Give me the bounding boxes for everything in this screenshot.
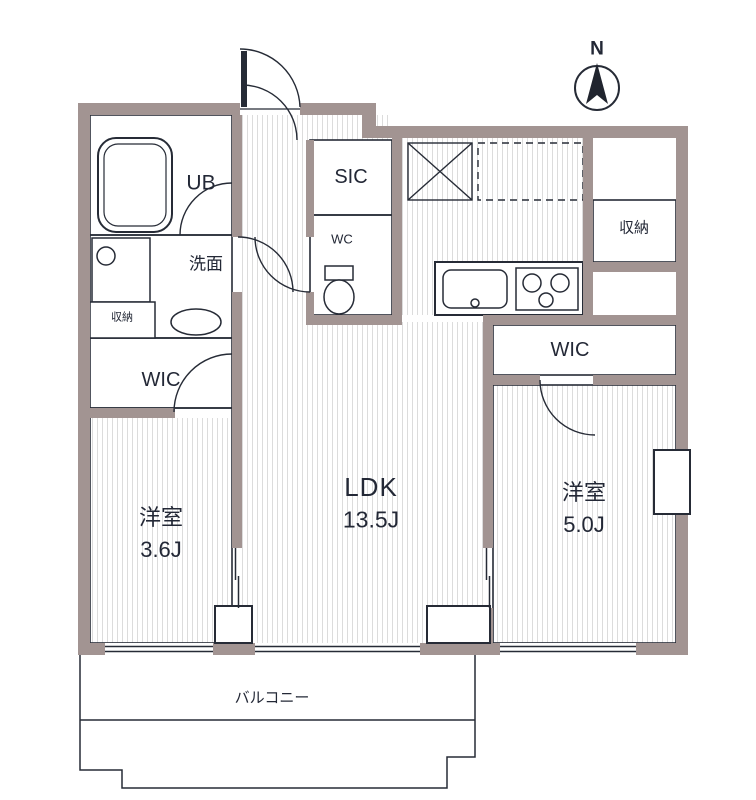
- washroom-door-arc: [237, 236, 294, 293]
- room-size-ldk: 13.5J: [342, 506, 400, 533]
- bath-door-arc: [179, 182, 233, 236]
- room-label-ub: UB: [186, 171, 216, 195]
- room-label-bedroom-left: 洋室: [138, 505, 184, 530]
- balcony-label: バルコニー: [234, 689, 310, 707]
- flooring-hatch: [90, 115, 676, 643]
- room-label-bedroom-right: 洋室: [561, 480, 607, 505]
- room-size-bedroom-left: 3.6J: [140, 537, 182, 562]
- door-arcs: [173, 48, 596, 436]
- windows: [105, 103, 691, 655]
- kitchen-sink-icon: [442, 269, 508, 309]
- room-label-sic: SIC: [334, 166, 368, 188]
- room-label-ldk: LDK: [344, 472, 398, 502]
- bathtub-icon: [97, 137, 173, 233]
- sic-door-arc: [241, 84, 298, 141]
- room-label-wic-right: WIC: [550, 339, 590, 361]
- room-label-washroom-storage: 収納: [111, 311, 133, 324]
- stove-icon: [515, 267, 579, 311]
- balcony-outline: [79, 655, 476, 789]
- wic-right-door-arc: [539, 379, 596, 436]
- refrigerator-space-icon: [407, 142, 473, 201]
- room-size-bedroom-right: 5.0J: [563, 512, 605, 537]
- compass-icon: [574, 63, 620, 111]
- room-label-wic-left: WIC: [141, 369, 181, 391]
- window-bedroom-left: [105, 643, 213, 655]
- washing-machine-icon: [91, 237, 151, 303]
- entrance-door-arc: [239, 48, 301, 108]
- kitchen-counter: [434, 261, 584, 316]
- window-ldk: [255, 643, 420, 655]
- compass-north-label: N: [590, 38, 604, 60]
- room-label-wc: WC: [331, 231, 353, 247]
- washroom-storage-box: [89, 301, 156, 339]
- wic-left-door-arc: [173, 353, 233, 413]
- vanity-basin-icon: [170, 308, 222, 336]
- columns: [214, 605, 491, 644]
- entrance-threshold: [240, 103, 300, 115]
- window-bedroom-right: [500, 643, 636, 655]
- room-label-washroom: 洗面: [189, 254, 223, 274]
- room-label-storage-right: 収納: [618, 219, 650, 237]
- toilet-icon: [323, 265, 355, 315]
- side-door-box: [653, 449, 691, 515]
- wc-door-arc: [254, 236, 311, 293]
- sliding-doors: [234, 548, 491, 608]
